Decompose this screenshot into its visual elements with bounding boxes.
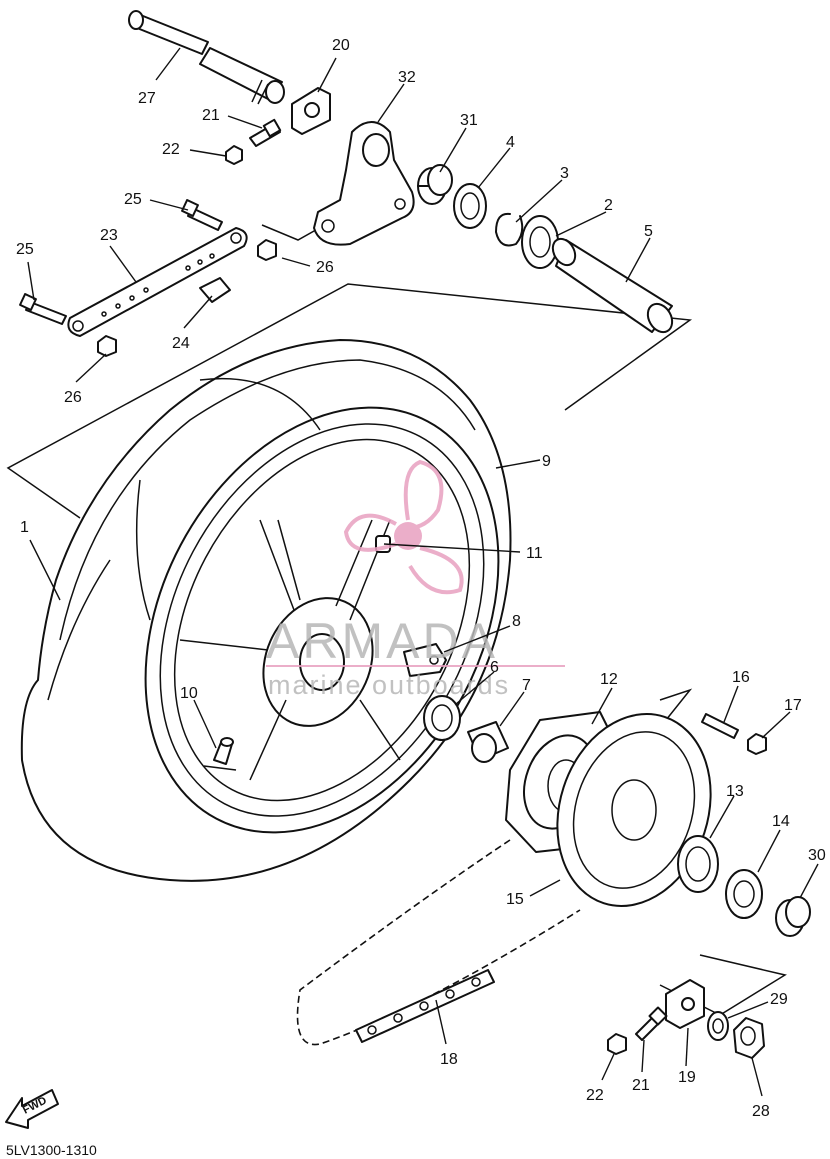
callout-28: 28 bbox=[752, 1103, 770, 1120]
callout-21-top: 21 bbox=[202, 107, 220, 124]
tire-valve bbox=[203, 737, 237, 771]
bearing-6 bbox=[423, 695, 461, 741]
bearing-2 bbox=[521, 215, 559, 269]
watermark-subtitle: marine outboards bbox=[268, 670, 510, 700]
puller-bolt-left bbox=[19, 293, 67, 325]
collar-30 bbox=[775, 896, 811, 937]
puller-nut-top bbox=[257, 239, 277, 261]
callout-8: 8 bbox=[512, 613, 521, 630]
adjuster-bolt-top bbox=[249, 118, 282, 147]
wheel-hub bbox=[179, 519, 401, 781]
callout-labels: 27 20 21 22 32 31 4 3 2 5 25 25 23 24 26… bbox=[16, 37, 826, 1120]
callout-5: 5 bbox=[644, 223, 653, 240]
axle-nut bbox=[733, 1017, 765, 1059]
armada-watermark: ARMADA marine outboards bbox=[266, 459, 565, 700]
callout-20: 20 bbox=[332, 37, 350, 54]
oil-seal-4 bbox=[453, 183, 487, 229]
axle-washer bbox=[707, 1011, 729, 1041]
propeller-logo-icon bbox=[343, 459, 464, 595]
callout-7: 7 bbox=[522, 677, 531, 694]
collar-7 bbox=[467, 721, 509, 763]
chain-links bbox=[367, 977, 481, 1035]
sprocket-nut bbox=[747, 733, 767, 755]
callout-22-top: 22 bbox=[162, 141, 180, 158]
leader-lines bbox=[27, 47, 819, 1097]
callout-30: 30 bbox=[808, 847, 826, 864]
callout-32: 32 bbox=[398, 69, 416, 86]
callout-15: 15 bbox=[506, 891, 524, 908]
callout-2: 2 bbox=[604, 197, 613, 214]
rear-axle bbox=[128, 10, 285, 105]
callout-13: 13 bbox=[726, 783, 744, 800]
callout-4: 4 bbox=[506, 134, 515, 151]
puller-clip bbox=[199, 277, 231, 303]
caliper-bracket bbox=[313, 121, 415, 246]
callout-19: 19 bbox=[678, 1069, 696, 1086]
oil-seal-14 bbox=[725, 869, 763, 919]
watermark-title: ARMADA bbox=[266, 613, 498, 669]
callout-31: 31 bbox=[460, 112, 478, 129]
drive-sprocket bbox=[556, 713, 712, 907]
callout-21-bottom: 21 bbox=[632, 1077, 650, 1094]
callout-24: 24 bbox=[172, 335, 190, 352]
adjuster-nut-bottom bbox=[607, 1033, 627, 1055]
drive-chain bbox=[296, 839, 581, 1046]
callout-10: 10 bbox=[180, 685, 198, 702]
forward-arrow-icon: FWD bbox=[5, 1089, 59, 1129]
callout-16: 16 bbox=[732, 669, 750, 686]
adjuster-nut-top bbox=[225, 145, 243, 165]
callout-23: 23 bbox=[100, 227, 118, 244]
sprocket-stud bbox=[701, 713, 739, 739]
puller-bolt-top bbox=[181, 199, 223, 231]
callout-29: 29 bbox=[770, 991, 788, 1008]
spacer-tube bbox=[551, 237, 674, 334]
bearing-13 bbox=[677, 835, 719, 893]
circlip-3 bbox=[495, 212, 524, 247]
callout-25-top: 25 bbox=[124, 191, 142, 208]
callout-17: 17 bbox=[784, 697, 802, 714]
callout-3: 3 bbox=[560, 165, 569, 182]
callout-25-left: 25 bbox=[16, 241, 34, 258]
axle-adjuster-block-bottom bbox=[665, 979, 705, 1029]
axle-adjuster-block bbox=[291, 87, 331, 135]
puller-nut-left bbox=[97, 335, 117, 357]
callout-26-left: 26 bbox=[64, 389, 82, 406]
collar-31 bbox=[417, 164, 453, 205]
callout-9: 9 bbox=[542, 453, 551, 470]
chain-puller bbox=[67, 227, 248, 337]
callout-14: 14 bbox=[772, 813, 790, 830]
callout-27: 27 bbox=[138, 90, 156, 107]
callout-6: 6 bbox=[490, 659, 499, 676]
callout-22-bottom: 22 bbox=[586, 1087, 604, 1104]
callout-18: 18 bbox=[440, 1051, 458, 1068]
callout-11: 11 bbox=[526, 545, 543, 562]
callout-1: 1 bbox=[20, 519, 29, 536]
puller-holes bbox=[101, 253, 215, 317]
callout-26-top: 26 bbox=[316, 259, 334, 276]
callout-12: 12 bbox=[600, 671, 618, 688]
adjuster-bolt-bottom bbox=[635, 1006, 668, 1041]
diagram-code: 5LV1300-1310 bbox=[6, 1142, 97, 1158]
